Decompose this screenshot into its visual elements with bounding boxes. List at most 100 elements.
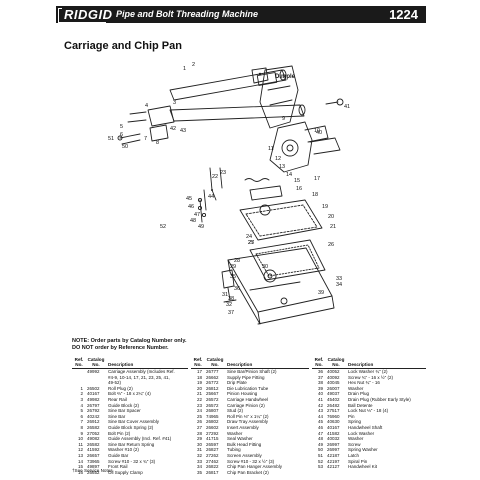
callout-11: 11 <box>268 146 274 152</box>
catalog-number-cell: 26572 <box>206 402 219 408</box>
description-cell: 49-52) <box>108 380 122 386</box>
ref-number-cell: 35 <box>196 469 202 475</box>
catalog-number-cell: 40630 <box>327 419 340 425</box>
header-description: Description <box>227 362 253 367</box>
catalog-number-cell: 26807 <box>206 408 219 414</box>
catalog-number-cell: 26597 <box>206 441 219 447</box>
ref-number-cell: 42 <box>317 402 323 408</box>
ref-number-cell: 51 <box>317 452 323 458</box>
ref-number-cell: 17 <box>196 369 202 374</box>
catalog-number-cell: 26582 <box>87 424 100 430</box>
callout-38: 38 <box>228 296 234 302</box>
description-cell: Guide Bar <box>108 452 129 458</box>
description-cell: Tubing <box>227 447 241 453</box>
table-row: 17 26777 Sine Bar/Pinion Shaft (2) <box>191 369 309 375</box>
table-header: Ref. No. Catalog No. Description <box>191 355 309 369</box>
ref-number-cell: 6 <box>80 413 83 419</box>
callout-12: 12 <box>275 156 281 162</box>
ref-number-cell: 52 <box>317 458 323 464</box>
callout-50: 50 <box>122 144 128 150</box>
ref-number-cell: 22 <box>196 396 202 402</box>
callout-26: 26 <box>328 242 334 248</box>
callout-1: 1 <box>183 66 186 72</box>
catalog-number-cell: 26802 <box>206 419 219 425</box>
callout-48: 48 <box>190 218 196 224</box>
callout-14: 14 <box>286 172 292 178</box>
callout-28: 28 <box>234 258 240 264</box>
ref-number-cell: 28 <box>196 430 202 436</box>
ref-number-cell: 14 <box>77 458 83 464</box>
description-cell: Pin <box>348 413 355 419</box>
ref-number-cell: 44 <box>317 413 323 419</box>
description-cell: Draw Tray Assembly <box>227 419 269 425</box>
description-cell: Sine Bar <box>108 413 126 419</box>
catalog-number-cell: 26602 <box>206 424 219 430</box>
ref-number-cell: 47 <box>317 430 323 436</box>
description-cell: Drain Plug (Rubber Early Style) <box>348 396 411 402</box>
callout-42: 42 <box>170 126 176 132</box>
ref-number-cell: 45 <box>317 419 323 425</box>
callout-22: 22 <box>212 174 218 180</box>
description-cell: Carriage Pinion (2) <box>227 402 265 408</box>
catalog-number-cell: 26482 <box>327 402 340 408</box>
catalog-number-cell: 26582 <box>87 441 100 447</box>
page-number: 1224 <box>389 7 418 22</box>
description-cell: Chip Pan Hanger Assembly <box>227 464 283 470</box>
description-cell: Sine Bar/Pinion Shaft (2) <box>227 369 277 374</box>
description-cell: Screw <box>348 441 361 447</box>
catalog-number-cell: 49992 <box>87 369 100 374</box>
rear-rail-drawing <box>169 69 287 101</box>
service-notes-footnote: †See Service Notes <box>72 468 113 473</box>
callout-5: 5 <box>120 124 123 130</box>
callout-52: 52 <box>160 224 166 230</box>
callout-30: 30 <box>262 264 268 270</box>
callout-4: 4 <box>145 103 148 109</box>
ref-number-cell: 26 <box>196 419 202 425</box>
ref-number-cell: 39 <box>317 385 323 391</box>
ref-number-cell: 1 <box>80 385 83 391</box>
callout-17: 17 <box>314 176 320 182</box>
callout-20: 20 <box>328 214 334 220</box>
catalog-number-cell: 27052 <box>87 430 100 436</box>
catalog-number-cell: 40092 <box>327 374 340 380</box>
callout-23: 23 <box>220 170 226 176</box>
table-row: 22 26572 Carriage Handwheel <box>191 397 309 403</box>
ref-number-cell: 53 <box>317 464 323 470</box>
callout-8: 8 <box>156 140 159 146</box>
ref-number-cell: 37 <box>317 374 323 380</box>
catalog-number-cell: 26502 <box>87 385 100 391</box>
ref-number-cell: 49 <box>317 441 323 447</box>
catalog-number-cell: 40045 <box>327 380 340 386</box>
description-cell: Guide Block (2) <box>108 402 140 408</box>
description-cell: Supply Pipe Fitting <box>227 374 265 380</box>
catalog-number-cell: 73965 <box>87 458 100 464</box>
ref-number-cell: 36 <box>317 369 323 374</box>
catalog-number-cell: 26662 <box>206 374 219 380</box>
catalog-number-cell: 26777 <box>206 369 219 374</box>
header-catalog-no: Catalog No. <box>206 357 224 367</box>
description-cell: Lock Washer ¾" (2) <box>348 369 388 374</box>
description-cell: Pinion Housing <box>227 391 258 397</box>
ref-number-cell: 12 <box>77 447 83 453</box>
description-cell: Carriage Handwheel <box>227 396 269 402</box>
catalog-number-cell: 26572 <box>206 396 219 402</box>
ref-number-cell: 8 <box>80 424 83 430</box>
table-row: #4-9, 10-14, 17, 21, 23, 25, 41, <box>72 375 188 381</box>
description-cell: Drain Plug <box>348 391 370 397</box>
callout-7: 7 <box>144 136 147 142</box>
description-cell: Bolt ⅔" - 18 x 2¼" (4) <box>108 391 151 397</box>
